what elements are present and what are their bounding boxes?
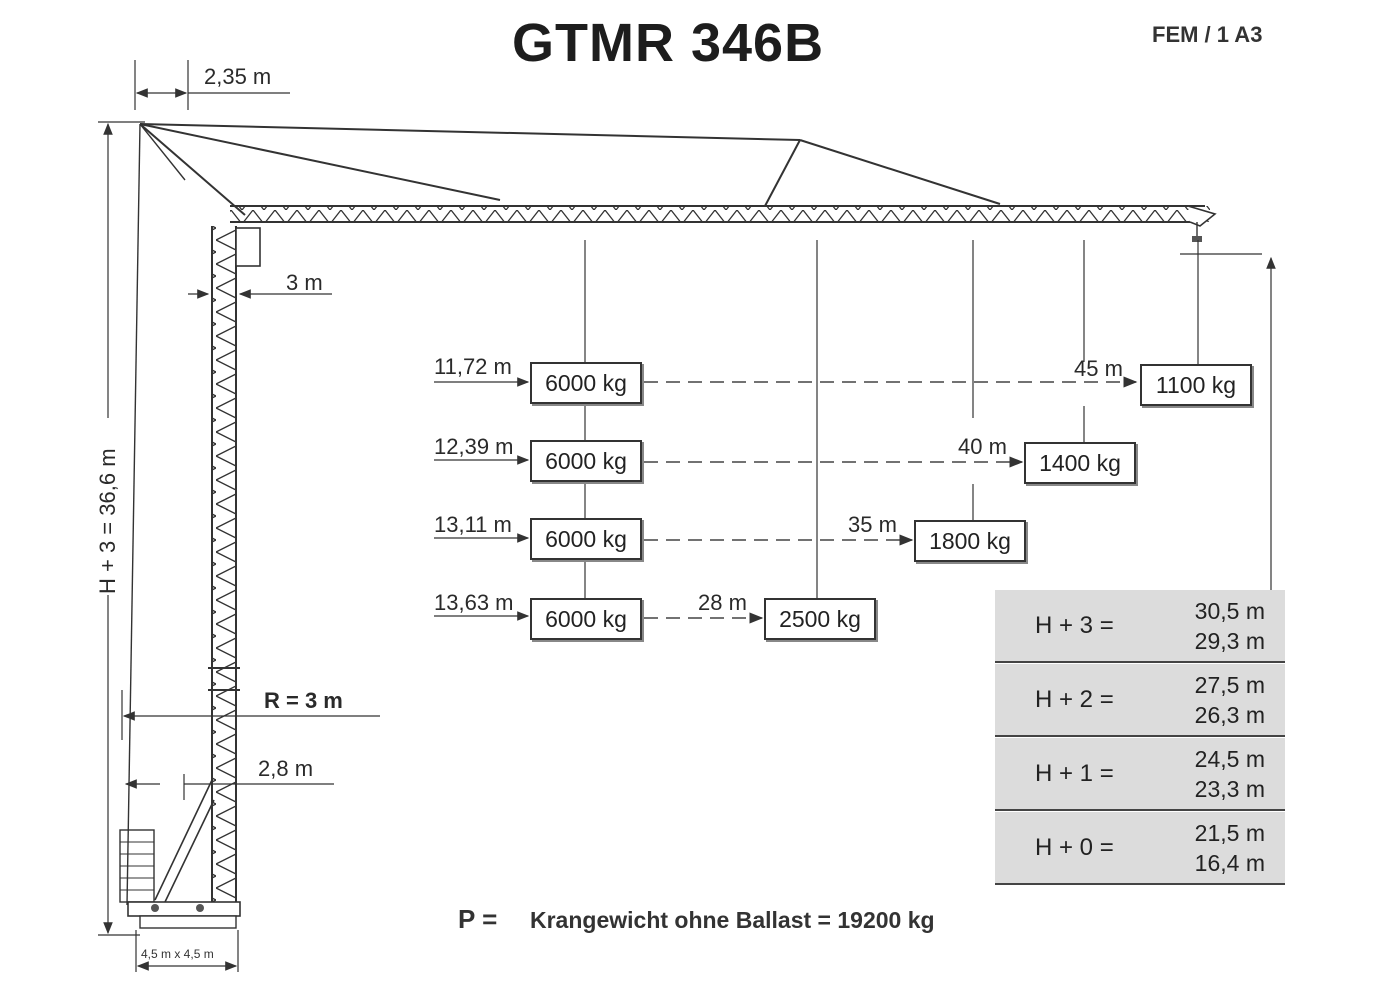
near-load-box: 6000 kg	[530, 440, 642, 482]
height-row-label: H + 1 =	[1035, 760, 1114, 787]
near-load-box: 6000 kg	[530, 362, 642, 404]
height-row-value-1: 21,5 m	[1194, 820, 1265, 846]
near-load-box: 6000 kg	[530, 518, 642, 560]
dim-height	[98, 121, 145, 936]
near-radius-label: 11,72 m	[434, 354, 512, 379]
near-radius-label: 13,63 m	[434, 590, 514, 615]
hook-lines	[584, 240, 1276, 598]
mast	[208, 226, 261, 906]
dim-cab-offset-label: 3 m	[286, 270, 323, 295]
dim-mast-offset	[124, 774, 334, 800]
height-row: H + 3 = 30,5 m 29,3 m	[995, 590, 1285, 663]
near-radius-label: 12,39 m	[434, 434, 514, 459]
height-row-value-1: 27,5 m	[1194, 672, 1265, 698]
far-load-box: 1800 kg	[914, 520, 1026, 562]
near-load-box: 6000 kg	[530, 598, 642, 640]
dim-mast-offset-label: 2,8 m	[258, 756, 314, 781]
height-row-label: H + 3 =	[1035, 612, 1114, 639]
height-row-value-2: 26,3 m	[1194, 702, 1265, 728]
base-chassis	[119, 779, 241, 929]
dim-base-label: 4,5 m x 4,5 m	[141, 947, 214, 961]
far-load-box: 2500 kg	[764, 598, 876, 640]
height-row-label: H + 0 =	[1035, 834, 1114, 861]
far-load-box: 1100 kg	[1140, 364, 1252, 406]
page-title: GTMR 346B	[512, 13, 825, 73]
footer-symbol: P =	[458, 904, 498, 934]
height-row-label: H + 2 =	[1035, 686, 1114, 713]
dim-top-offset	[134, 60, 290, 110]
load-dashes	[644, 376, 1138, 624]
height-row-value-2: 29,3 m	[1194, 628, 1265, 654]
dim-radius	[121, 690, 380, 740]
far-radius-label: 35 m	[848, 512, 897, 537]
classification: FEM / 1 A3	[1152, 22, 1263, 47]
height-row-value-1: 30,5 m	[1194, 598, 1265, 624]
height-row-value-1: 24,5 m	[1194, 746, 1265, 772]
footer-text: Krangewicht ohne Ballast = 19200 kg	[530, 907, 935, 933]
dim-top-offset-label: 2,35 m	[204, 64, 272, 89]
dim-base	[135, 930, 239, 972]
height-row: H + 1 = 24,5 m 23,3 m	[995, 738, 1285, 811]
height-row-value-2: 23,3 m	[1194, 776, 1265, 802]
dim-height-label: H + 3 = 36,6 m	[95, 448, 120, 594]
far-load-box: 1400 kg	[1024, 442, 1136, 484]
height-row: H + 2 = 27,5 m 26,3 m	[995, 664, 1285, 737]
height-row-value-2: 16,4 m	[1194, 850, 1265, 876]
dim-radius-label: R = 3 m	[264, 688, 343, 713]
near-radius-label: 13,11 m	[434, 512, 512, 537]
far-radius-label: 40 m	[958, 434, 1007, 459]
far-radius-label: 28 m	[698, 590, 747, 615]
pendant-lines	[126, 123, 1001, 906]
near-radius-arrows	[434, 377, 530, 621]
height-row: H + 0 = 21,5 m 16,4 m	[995, 812, 1285, 885]
jib	[230, 205, 1217, 242]
far-radius-label: 45 m	[1074, 356, 1123, 381]
